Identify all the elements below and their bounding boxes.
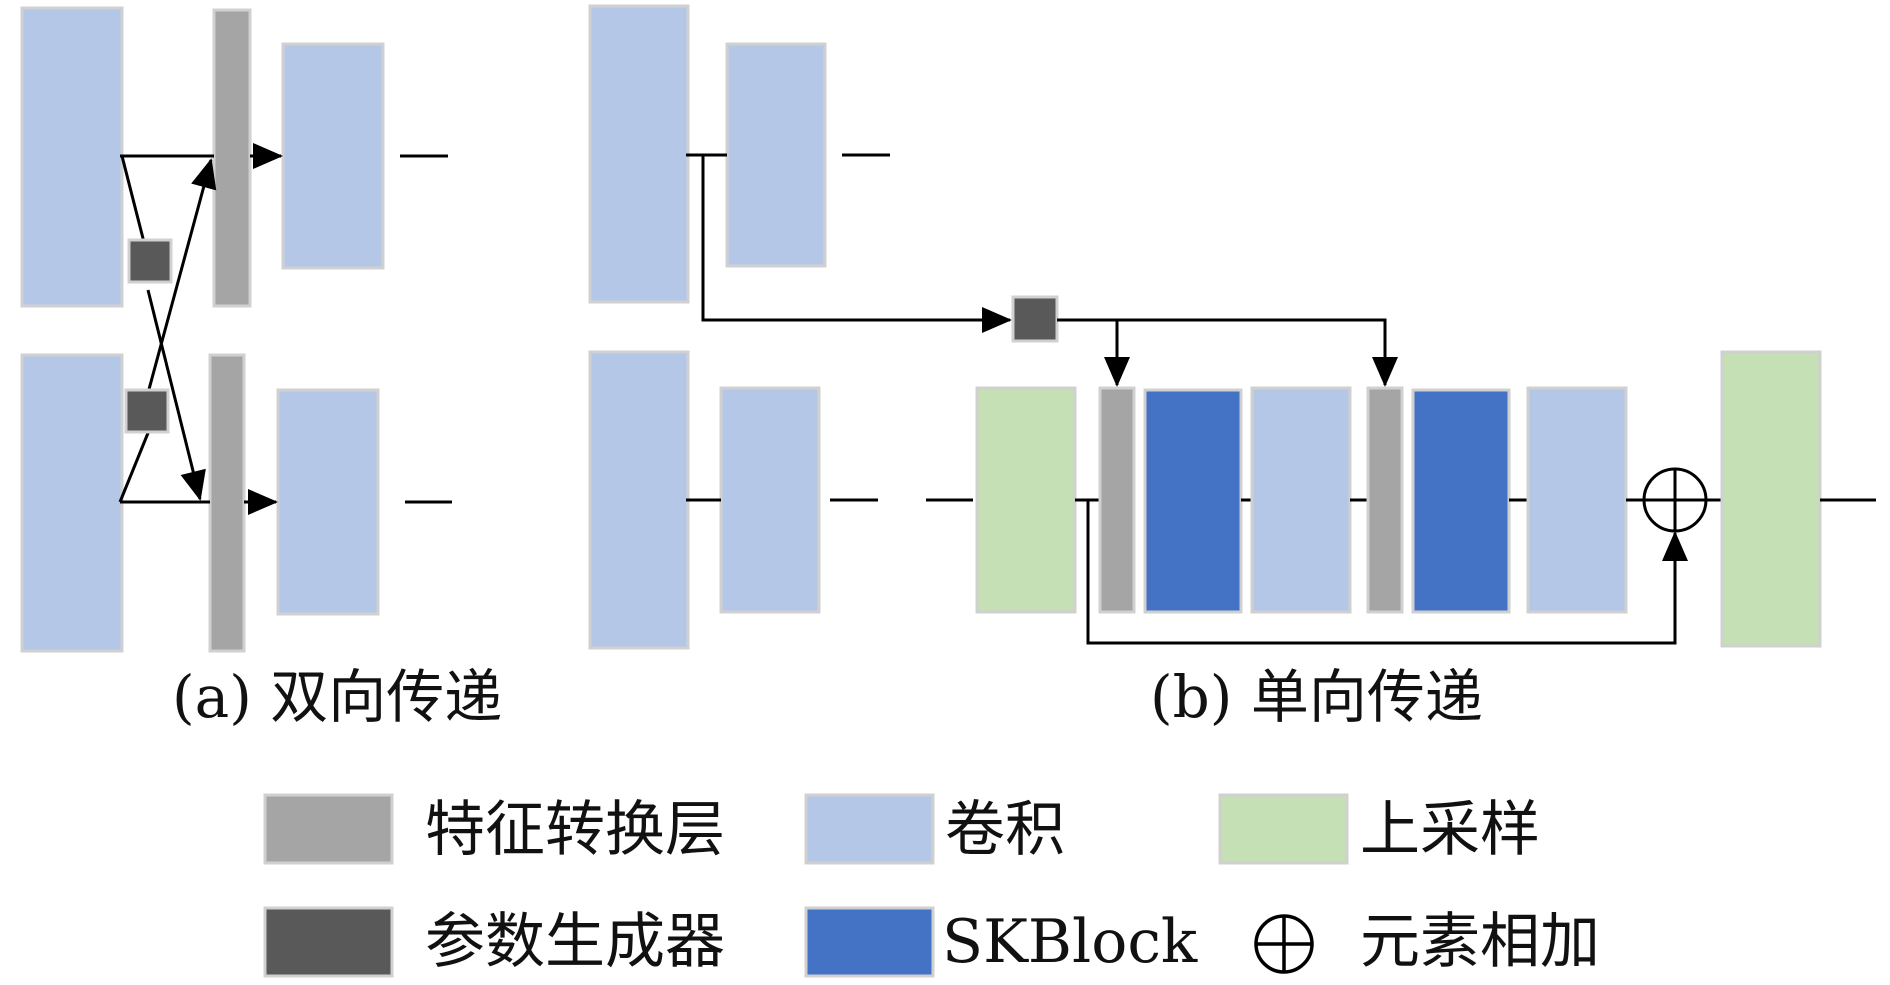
legend-label-param-generator: 参数生成器: [425, 907, 725, 977]
conv-block: [725, 42, 827, 268]
caption-a: (a) 双向传递: [172, 663, 502, 731]
legend-swatch-skblock: [804, 906, 935, 978]
circle-plus-icon: [1642, 467, 1708, 533]
skblock: [1411, 388, 1511, 614]
caption-b: (b) 单向传递: [1150, 663, 1483, 731]
param-path: [1057, 318, 1398, 387]
panel-a: (a) 双向传递: [20, 6, 502, 731]
legend-swatch-feature-transform: [263, 793, 394, 865]
legend-swatch-conv: [804, 793, 935, 865]
feedback-path: [701, 155, 1012, 333]
conv-block: [281, 42, 385, 270]
upsample-block: [975, 386, 1077, 614]
legend-label-upsample: 上采样: [1360, 795, 1540, 865]
conv-block: [719, 386, 821, 614]
feature-transform-layer: [208, 353, 246, 653]
conv-block: [1526, 386, 1628, 614]
conv-block: [20, 6, 124, 308]
feature-transform-layer: [1098, 386, 1136, 614]
cross-path-arrow: [146, 158, 217, 394]
cross-path: [118, 432, 150, 503]
conv-block: [1250, 386, 1352, 614]
legend-label-elementwise-add: 元素相加: [1360, 907, 1600, 977]
conv-block: [588, 4, 690, 304]
parameter-generator: [1011, 295, 1059, 343]
legend-swatch-param-generator: [263, 906, 394, 978]
parameter-generator: [127, 238, 173, 284]
conv-block: [20, 353, 124, 653]
conv-block: [588, 350, 690, 650]
legend-swatch-upsample: [1218, 793, 1349, 865]
cross-path-arrow: [146, 289, 206, 501]
feature-transform-layer: [1366, 386, 1404, 614]
legend-label-feature-transform: 特征转换层: [425, 795, 725, 865]
legend: 特征转换层 卷积 上采样 参数生成器 SKBlock 元素相加: [263, 793, 1600, 978]
skblock: [1143, 388, 1243, 614]
legend-label-skblock: SKBlock: [942, 907, 1198, 977]
parameter-generator: [124, 388, 170, 434]
skip-connection: [1086, 500, 1688, 645]
conv-block: [276, 388, 380, 616]
circle-plus-icon: [1254, 914, 1314, 974]
feature-transform-layer: [212, 8, 252, 308]
panel-b: (b) 单向传递: [588, 4, 1876, 731]
upsample-block: [1720, 350, 1822, 648]
legend-label-conv: 卷积: [945, 795, 1065, 865]
